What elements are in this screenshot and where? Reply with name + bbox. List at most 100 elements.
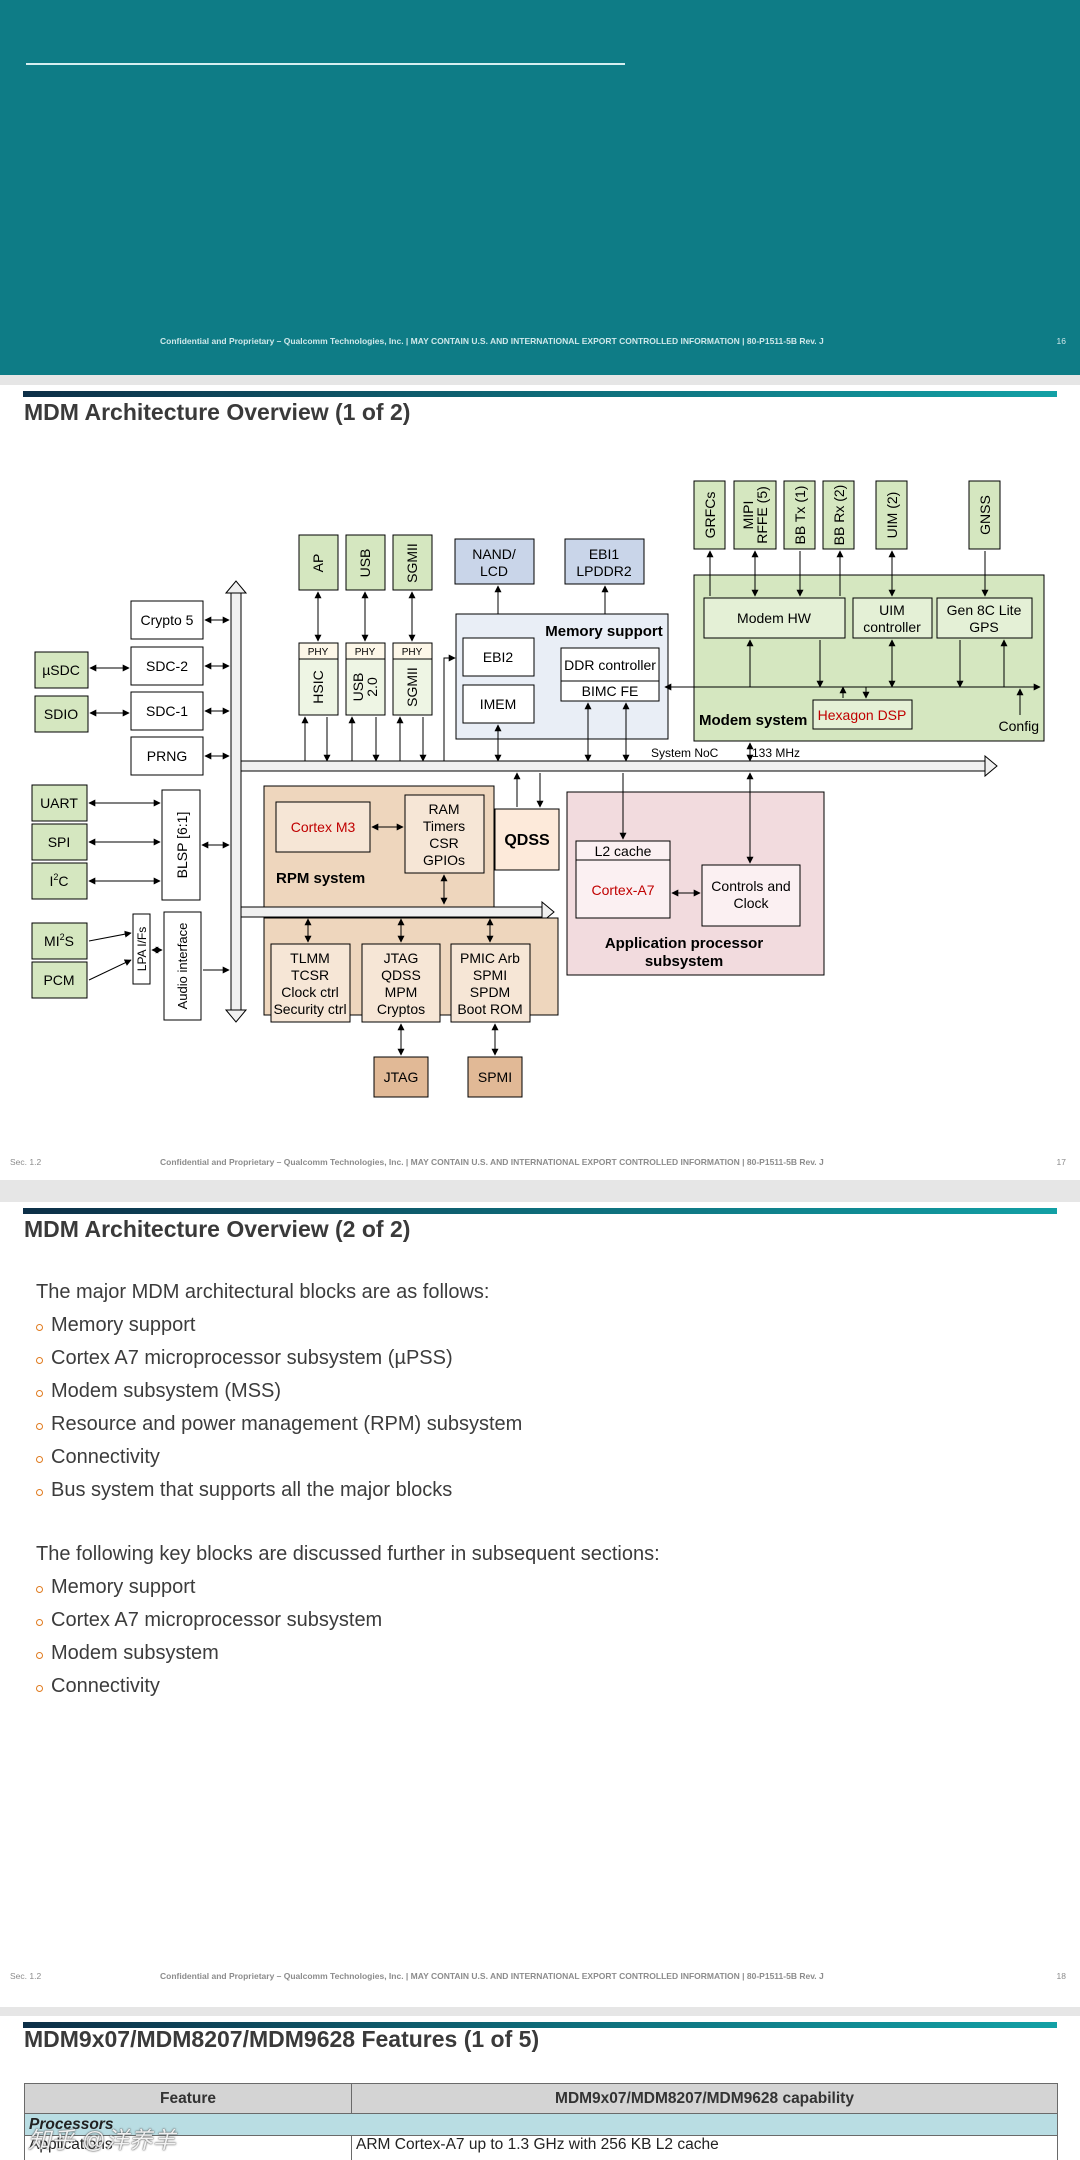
lpa-block — [132, 913, 151, 985]
features-table: Feature MDM9x07/MDM8207/MDM9628 capabili… — [24, 2083, 1058, 2160]
qdss-block — [494, 808, 560, 871]
list-item: Bus system that supports all the major b… — [36, 1474, 660, 1507]
tlmm-block — [270, 943, 351, 1023]
bimc-label: BIMC FE — [582, 683, 639, 699]
system-noc-bus — [240, 760, 986, 772]
audio-block — [163, 911, 202, 1021]
column-header-capability: MDM9x07/MDM8207/MDM9628 capability — [351, 2083, 1058, 2114]
table-header: Feature MDM9x07/MDM8207/MDM9628 capabili… — [24, 2083, 1058, 2114]
title-bar — [23, 2022, 1057, 2028]
list-item: Cortex A7 microprocessor subsystem (µPSS… — [36, 1342, 660, 1375]
title-bar — [23, 1208, 1057, 1214]
watermark: 知乎 @洋养羊 — [28, 2127, 177, 2153]
bbtx-label: BB Tx (1) — [792, 486, 808, 545]
i2c-label: I2C — [49, 872, 68, 889]
blsp-label: BLSP [6:1] — [174, 812, 190, 879]
page-number: 16 — [1056, 336, 1066, 346]
footer-confidential: Confidential and Proprietary – Qualcomm … — [160, 336, 824, 346]
hexagon-dsp-label: Hexagon DSP — [818, 707, 907, 723]
prng-block — [130, 736, 204, 776]
cortex-a7-label: Cortex-A7 — [591, 882, 654, 898]
vertical-bus — [230, 592, 242, 1011]
slide-title: MDM Architecture Overview (2 of 2) — [24, 1216, 411, 1242]
spi-label: SPI — [48, 834, 71, 850]
memory-support-label: Memory support — [545, 623, 663, 640]
crypto5-block — [130, 600, 204, 640]
pcm-label: PCM — [43, 972, 74, 988]
page-number: 17 — [1056, 1157, 1066, 1167]
table-category-row: Processors — [24, 2113, 1058, 2136]
capability-cell: ARM Cortex-A7 up to 1.3 GHz with 256 KB … — [351, 2135, 1058, 2160]
grfcs-block — [693, 480, 726, 550]
ap-label: AP — [310, 554, 326, 573]
title-bar — [23, 391, 1057, 397]
rpm-bus — [240, 906, 543, 918]
usdc-block — [34, 651, 89, 689]
controls-clock-block — [701, 864, 801, 927]
rpm-system-label: RPM system — [276, 870, 365, 887]
hexagon-dsp-block — [812, 699, 913, 730]
ebi2-label: EBI2 — [483, 649, 514, 665]
usb-label: USB — [357, 549, 373, 578]
pcm-block — [31, 961, 88, 999]
ram-block — [404, 794, 485, 874]
sdc2-block — [130, 646, 204, 686]
svg-text:PHY: PHY — [402, 647, 423, 658]
slide-footer: Sec. 1.2 Confidential and Proprietary – … — [0, 1971, 1080, 1985]
table-row: Applications ARM Cortex-A7 up to 1.3 GHz… — [24, 2135, 1058, 2160]
uart-block — [31, 784, 88, 822]
mipi-block — [733, 480, 777, 550]
slide-18: MDM Architecture Overview (2 of 2) The m… — [0, 1202, 1080, 2007]
gnss-block — [968, 480, 1001, 550]
list-item: Modem subsystem — [36, 1637, 660, 1670]
bbrx-label: BB Rx (2) — [831, 485, 847, 546]
uart-label: UART — [40, 795, 78, 811]
key-blocks-list: Memory support Cortex A7 microprocessor … — [36, 1571, 660, 1703]
imem-label: IMEM — [480, 696, 517, 712]
usb20-label: USB2.0 — [350, 673, 380, 702]
i2c-block — [31, 862, 88, 900]
list-item: Connectivity — [36, 1670, 660, 1703]
slide-footer: Confidential and Proprietary – Qualcomm … — [0, 336, 1080, 350]
list-item: Memory support — [36, 1571, 660, 1604]
list-item: Resource and power management (RPM) subs… — [36, 1408, 660, 1441]
slide-title: MDM Architecture Overview (1 of 2) — [24, 399, 411, 425]
footer-confidential: Confidential and Proprietary – Qualcomm … — [160, 1971, 824, 1981]
usb20-block — [345, 658, 386, 716]
mi2s-label: MI2S — [44, 932, 74, 949]
sgmii-block — [392, 534, 433, 591]
list-item: Connectivity — [36, 1441, 660, 1474]
pmic-block — [450, 943, 531, 1023]
ap-block — [298, 534, 339, 591]
sgmii-label: SGMII — [404, 543, 420, 583]
lpa-label: LPA I/Fs — [135, 927, 149, 971]
jtag-port-label: JTAG — [384, 1069, 419, 1085]
grfcs-label: GRFCs — [702, 492, 718, 539]
usdc-label: µSDC — [42, 662, 80, 678]
cortex-m3-block — [275, 801, 371, 853]
imem-block — [462, 684, 535, 724]
mipi-label: MIPIRFFE (5) — [740, 486, 770, 544]
uim2-label: UIM (2) — [884, 492, 900, 539]
sdc1-block — [130, 691, 204, 731]
spmi-port-label: SPMI — [478, 1069, 512, 1085]
slide-17: MDM Architecture Overview (1 of 2) Crypt… — [0, 385, 1080, 1180]
intro-text: The major MDM architectural blocks are a… — [36, 1281, 490, 1303]
bbrx-block — [822, 480, 855, 550]
spmi-port-block — [467, 1056, 523, 1098]
category-cell: Processors — [24, 2113, 1058, 2136]
gen8c-block — [936, 597, 1033, 639]
sdc1-label: SDC-1 — [146, 703, 188, 719]
ebi1-block — [564, 538, 645, 585]
bimc-block — [560, 680, 660, 702]
uim2-block — [875, 480, 908, 550]
modem-hw-block — [703, 597, 846, 639]
sdio-label: SDIO — [44, 706, 78, 722]
major-blocks-list: Memory support Cortex A7 microprocessor … — [36, 1309, 660, 1507]
